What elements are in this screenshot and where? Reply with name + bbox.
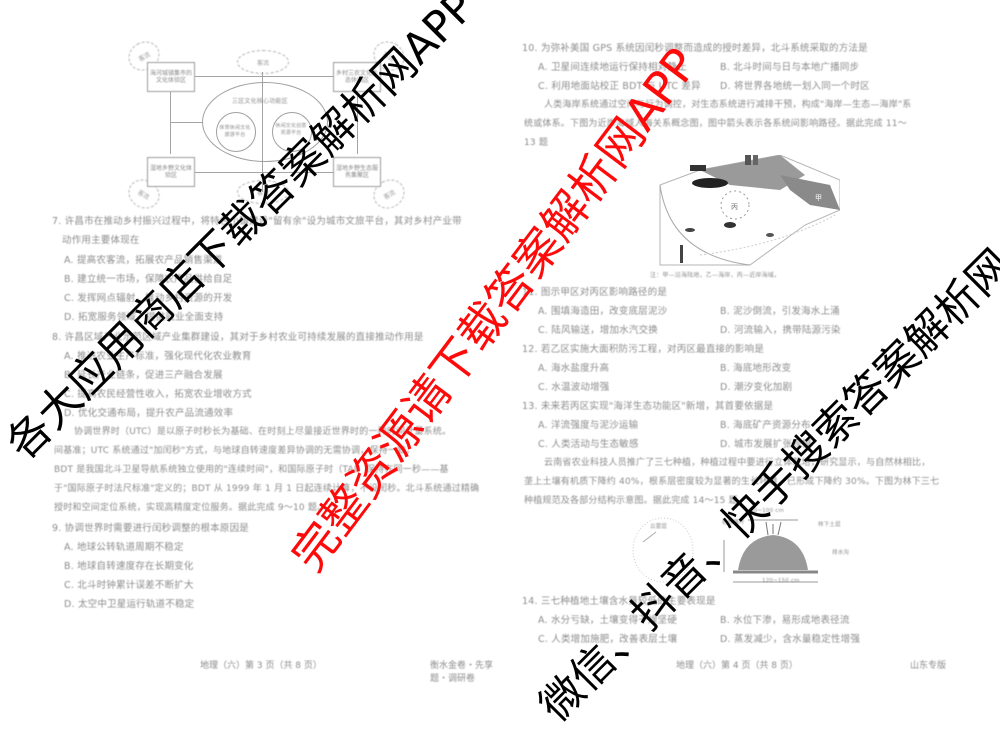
figure-caption: 注：甲—沿海陆地，乙—海岸，丙—近岸海域。 [650,272,781,279]
connector [195,76,335,78]
passage-line: 种植规范及各部分结构示意图。据此完成 14～15 题。 [524,496,748,506]
page-number-footer: 地理（六）第 4 页（共 8 页） [676,661,798,671]
box-bottom-right: 湿地乡野生态服务集聚区 [333,157,381,187]
q13-option-a: A. 洋流强度与泥沙运输 [538,420,639,431]
q9-option-a: A. 地球公转轨道周期不稳定 [64,542,184,553]
q8-option-b: B. 延长产业链条，促进三产融合发展 [64,370,223,381]
passage-line: 云南省农业科技人员推广了三七种植，种植过程中要进行立体栽培，研究显示，与自然林相… [544,458,931,468]
q11-option-a: A. 围填海造田，改变底层泥沙 [538,306,668,317]
label-bottom-width: 120~150 cm [762,578,800,584]
q13-option-b: B. 海底矿产资源分布 [720,420,811,431]
right-page: 10. 为弥补美国 GPS 系统因闰秒调整而造成的授时差异，北斗系统采取的方法是… [500,0,1000,707]
label-drain: 排水沟 [832,550,850,556]
connector [195,172,335,174]
q11-option-d: D. 河流输入，携带陆源污染 [720,325,841,336]
q10-option-c: C. 利用地面站校正 BDT 与 UTC 差异 [538,81,701,92]
q12-option-b: B. 海底地形改变 [720,363,792,374]
q7-stem: 7. 许昌市在推动乡村振兴过程中，将特色小镇建设"留有余"设为城市文旅平台，其对… [52,216,462,227]
left-page: 客流 客流 客流 客流 客流 客流 海河城镇集市的文化体验区 乡村三农文化生态休… [0,0,500,707]
passage-line: 人类海岸系统通过空间与行为调控，对生态系统进行减排干预，构成"海岸—生态—海岸"… [544,100,912,110]
inner-circle-right [272,112,312,152]
q11-stem: 11. 图示甲区对丙区影响路径的是 [522,287,668,298]
q8-stem: 8. 许昌区域产业示范区域产业集群建设，其对于乡村农业可持续发展的直接推动作用是 [52,332,424,343]
q8-option-d: D. 优化交通布局，提升农产品流通效率 [64,408,234,419]
q9-stem: 9. 协调世界时需要进行闰秒调整的根本原因是 [52,523,249,534]
q14-option-d: D. 蒸发减少，含水量稳定性增强 [720,634,861,645]
q7-option-d: D. 拓宽服务领域，提供就业全面支持 [64,312,224,323]
top-cloud: 客流 [237,50,289,74]
q7-stem-cont: 动作用主要体现在 [62,235,140,246]
planting-mound-figure [628,510,858,590]
passage-line: 统或体系。下图为近岸海域人海关系概念图，图中箭头表示各系统间影响路径。据此完成 … [524,119,907,129]
q10-option-a: A. 卫星间连续地运行保持相对静止 [538,62,687,73]
box-bottom-left: 湿地乡野文化体验区 [147,157,195,187]
passage-line: 间基准；UTC 系统通过"加闰秒"方式，与地球自转速度差异协调的无需协调，保持一… [54,446,416,456]
q7-option-a: A. 提高农客流，拓展农产品销售渠道 [64,255,223,266]
label-cloud-layer: 云雾层 [650,524,668,530]
q11-option-b: B. 泥沙倒流，引发海水上涌 [720,306,840,317]
q13-option-d: D. 城市发展扩张规模 [720,439,812,450]
page-number-footer: 地理（六）第 3 页（共 8 页） [200,661,322,671]
connector [357,92,359,154]
label-bing: 丙 [731,203,738,211]
connector [170,122,202,124]
label-soil: 林下土层 [818,522,841,528]
q12-option-d: D. 潮汐变化加剧 [720,382,793,393]
passage-line: 垄上土壤有机质下降约 40%，根系层密度较为显著的生长坏境，已形成下降约 30%… [524,477,940,487]
q9-option-c: C. 北斗时钟累计误差不断扩大 [64,580,194,591]
region-footer: 山东专版 [910,661,947,671]
q10-option-d: D. 将世界各地统一划入同一个时区 [720,81,870,92]
q12-stem: 12. 若乙区实施大面积防污工程，对丙区最直接的影响是 [522,344,765,355]
q7-option-b: B. 建立统一市场，保障农产品供给自足 [64,274,233,285]
q12-option-a: A. 海水盐度升高 [538,363,610,374]
inner-circle-left [216,112,256,152]
q12-option-c: C. 水温波动增强 [538,382,610,393]
label-litter: 枯枝落叶 [722,520,745,526]
q13-option-c: C. 人类活动与生态敏感 [538,439,639,450]
coastal-system-figure: 丙 甲 [630,151,841,270]
q13-stem: 13. 未来若丙区实现"海洋生态功能区"新增，其首要依据是 [522,401,774,412]
box-top-right: 乡村三农文化生态休闲区 [333,62,381,92]
q14-option-b: B. 水位下渗，易形成地表径流 [720,615,850,626]
q14-option-c: C. 人类增加施肥，改善表层土壤 [538,634,678,645]
label-jia: 甲 [815,194,822,202]
q11-option-c: C. 陆风输送，增加水汽交换 [538,325,658,336]
q14-stem: 14. 三七种植地土壤含水量较低的主要表现是 [522,596,716,607]
q8-option-a: A. 推进农业生产标准，强化现代化农业教育 [64,351,252,362]
core-ellipse [202,82,328,162]
q7-option-c: C. 发挥网点辐射，推动乡村资源的开发 [64,293,233,304]
q9-option-b: B. 地球自转速度存在长期变化 [64,561,194,572]
label-top-width: 80~100 cm [750,508,785,514]
inner-right-label: 休闲文化创意资源平台 [275,123,307,136]
q8-option-c: C. 提高农民经营性收入，拓宽农业增收方式 [64,389,252,400]
passage-line: 13 题 [524,138,549,148]
series-footer: 衡水金卷・先享题・调研卷 [430,661,494,684]
core-ellipse-label: 三区文化核心功能区 [232,98,288,105]
box-top-left: 海河城镇集市的文化体验区 [147,62,195,92]
q9-option-d: D. 太空中卫星运行轨道不稳定 [64,599,195,610]
passage-line: 于"国际原子时法尺标准"定义的；BDT 从 1999 年 1 月 1 日起连续计… [54,484,480,494]
q14-option-a: A. 水分亏缺，土壤变得干燥坚硬 [538,615,678,626]
inner-left-label: 体育休闲文化旅游平台 [219,125,251,138]
passage-line: 协调世界时（UTC）是以原子时秒长为基础、在时刻上尽量接近世界时的一种时间计量系… [74,427,452,437]
q10-stem: 10. 为弥补美国 GPS 系统因闰秒调整而造成的授时差异，北斗系统采取的方法是 [522,43,868,54]
passage-line: BDT 是我国北斗卫星导航系统独立使用的"连续时间"，和国际原子时（TAI）保持… [54,465,449,475]
passage-line: 授时和空间定位系统，实现高精度定位服务。据此完成 9～10 题。 [54,503,327,513]
q10-option-b: B. 北斗时间与日与本地广播同步 [720,62,860,73]
